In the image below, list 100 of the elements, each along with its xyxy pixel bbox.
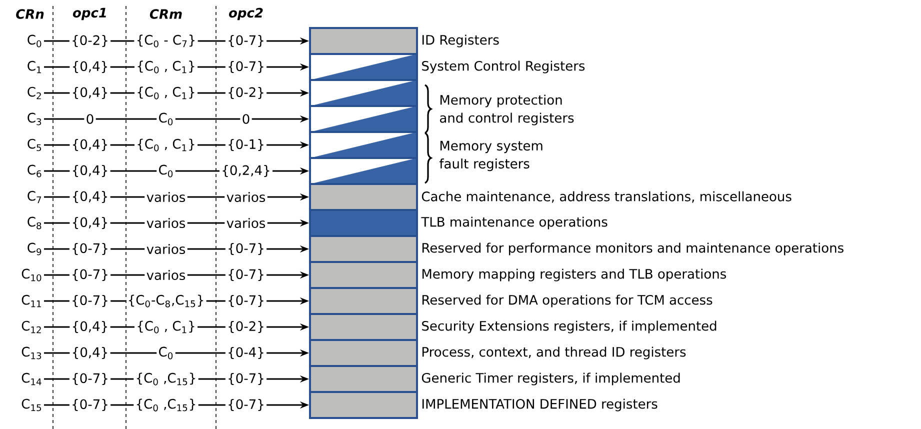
connector-line (44, 170, 70, 172)
field-value: {0-1} (228, 139, 264, 151)
connector-line (44, 144, 70, 146)
field-value: {C$_{0}$ ,C$_{15}$} (136, 372, 196, 386)
register-number: C$_{1}$ (28, 60, 41, 74)
register-description: Security Extensions registers, if implemented (422, 320, 716, 334)
field-value: varios (226, 218, 266, 228)
connector-line (187, 274, 226, 276)
register-number: C$_{8}$ (28, 216, 42, 230)
connector-line (198, 378, 226, 380)
connector-line (110, 378, 134, 380)
field-value: {0-7} (228, 35, 264, 47)
connector-line (198, 144, 226, 146)
group-label: Memory system fault registers (440, 140, 542, 172)
field-value: {0-2} (72, 35, 108, 47)
register-box (309, 157, 418, 185)
connector-line (44, 118, 84, 120)
field-value: {0-7} (228, 373, 264, 385)
register-description: Reserved for DMA operations for TCM access (422, 294, 712, 308)
register-description: Process, context, and thread ID registers (422, 346, 686, 360)
field-value: {C$_{0}$ , C$_{1}$} (138, 86, 194, 100)
connector-line (187, 222, 225, 224)
connector-line (175, 170, 220, 172)
field-value: {0,4} (73, 321, 107, 333)
field-value: {0-7} (72, 373, 108, 385)
group-label: Memory protection and control registers (440, 94, 574, 126)
connector-line (44, 196, 70, 198)
field-value: C$_{0}$ (159, 164, 173, 178)
field-value: {0-7} (228, 295, 264, 307)
connector-line (110, 326, 134, 328)
connector-line (44, 222, 70, 224)
connector-line (198, 66, 226, 68)
field-value: {0-7} (228, 399, 264, 411)
register-number: C$_{13}$ (22, 346, 42, 360)
connector-line (187, 196, 225, 198)
field-value: 0 (242, 114, 250, 124)
connector-line (44, 92, 70, 94)
connector-line (198, 92, 226, 94)
field-value: {0,4} (73, 165, 107, 177)
register-number: C$_{12}$ (22, 320, 41, 334)
field-value: {0-7} (72, 243, 108, 255)
field-value: C$_{0}$ (159, 346, 173, 360)
connector-line (110, 66, 134, 68)
register-number: C$_{11}$ (22, 294, 41, 308)
connector-line (44, 404, 70, 406)
field-value: 0 (86, 114, 94, 124)
field-value: {0,4} (73, 61, 107, 73)
register-description: Reserved for performance monitors and maintenance operations (422, 242, 844, 256)
connector-line (110, 196, 145, 198)
register-description: ID Registers (422, 34, 499, 48)
connector-line (96, 118, 157, 120)
field-value: {0,4} (73, 139, 107, 151)
column-header: opc1 (72, 8, 106, 20)
field-value: varios (146, 192, 186, 202)
connector-line (110, 300, 126, 302)
register-description: Generic Timer registers, if implemented (422, 372, 680, 386)
connector-line (206, 300, 226, 302)
register-box (309, 79, 418, 107)
connector-line (110, 40, 134, 42)
register-number: C$_{0}$ (28, 34, 42, 48)
register-box (309, 105, 418, 133)
register-number: C$_{15}$ (22, 398, 41, 412)
register-number: C$_{10}$ (22, 268, 42, 282)
connector-line (110, 274, 145, 276)
connector-line (44, 248, 70, 250)
field-value: varios (146, 244, 186, 254)
field-value: {0-4} (228, 347, 264, 359)
field-value: varios (146, 270, 186, 280)
register-number: C$_{9}$ (28, 242, 42, 256)
connector-line (110, 248, 145, 250)
register-description: System Control Registers (422, 60, 585, 74)
connector-line (44, 326, 70, 328)
field-value: {C$_{0}$ - C$_{7}$} (138, 34, 194, 48)
connector-line (44, 274, 70, 276)
register-number: C$_{3}$ (28, 112, 42, 126)
field-value: {0,4} (73, 87, 107, 99)
field-value: {0-7} (228, 61, 264, 73)
field-value: {C$_{0}$ , C$_{1}$} (138, 320, 194, 334)
connector-line (198, 40, 226, 42)
column-header: opc2 (228, 8, 263, 20)
connector-line (198, 404, 226, 406)
field-value: {C$_{0}$-C$_{8}$,C$_{15}$} (129, 294, 203, 308)
connector-line (187, 248, 226, 250)
field-value: {0-7} (228, 269, 264, 281)
connector-line (175, 352, 226, 354)
field-value: {0,4} (73, 347, 107, 359)
register-number: C$_{5}$ (28, 138, 41, 152)
connector-line (110, 144, 134, 146)
register-number: C$_{7}$ (28, 190, 42, 204)
field-value: {0-7} (72, 295, 108, 307)
register-number: C$_{6}$ (28, 164, 42, 178)
connector-line (110, 170, 157, 172)
register-description: TLB maintenance operations (421, 216, 608, 230)
field-value: {0,4} (73, 191, 107, 203)
register-box (309, 131, 418, 159)
field-value: varios (226, 192, 266, 202)
column-header: CRn (16, 9, 44, 19)
field-value: {0-7} (72, 399, 108, 411)
field-value: {C$_{0}$ , C$_{1}$} (138, 60, 194, 74)
connector-line (44, 300, 70, 302)
